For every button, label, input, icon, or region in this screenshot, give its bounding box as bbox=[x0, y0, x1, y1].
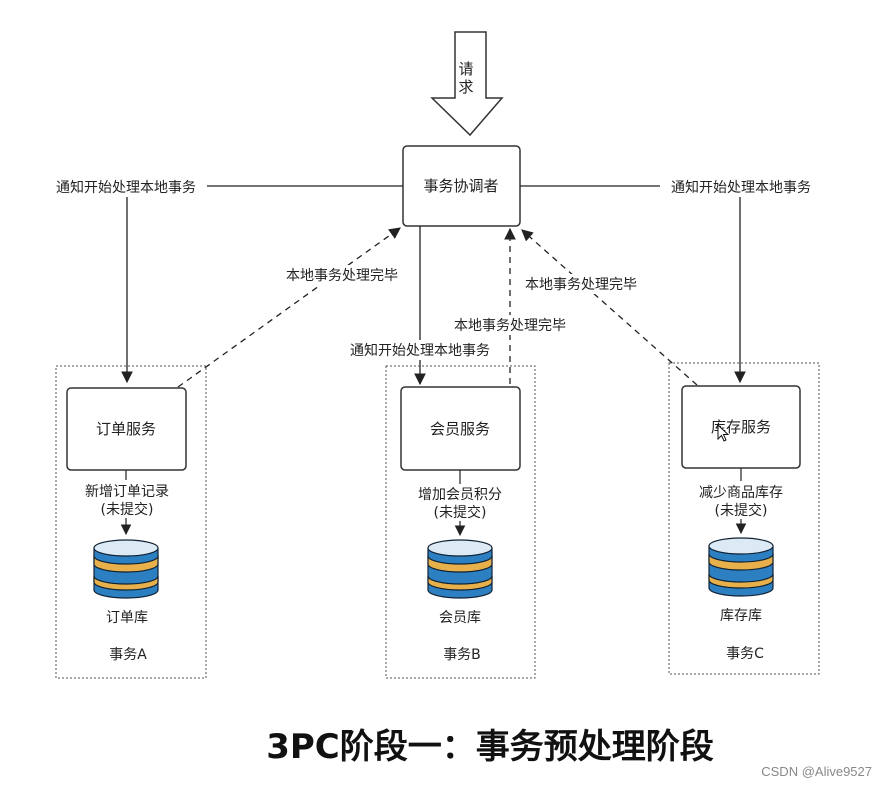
database-icon bbox=[708, 537, 774, 597]
done-edge-a: 本地事务处理完毕 bbox=[177, 227, 412, 388]
order-service-label: 订单服务 bbox=[96, 420, 156, 438]
inventory-service-label: 库存服务 bbox=[711, 418, 771, 436]
member-op-line2: (未提交) bbox=[434, 504, 487, 521]
coordinator-node: 事务协调者 bbox=[402, 145, 521, 227]
notify-edge-right: 通知开始处理本地事务 bbox=[520, 177, 822, 384]
done-a-label: 本地事务处理完毕 bbox=[286, 268, 398, 284]
done-b-label: 本地事务处理完毕 bbox=[454, 318, 566, 334]
request-label-line2: 求 bbox=[458, 78, 473, 96]
order-op-line1: 新增订单记录 bbox=[85, 484, 169, 500]
member-service-node: 会员服务 bbox=[400, 386, 521, 471]
notify-right-label: 通知开始处理本地事务 bbox=[671, 179, 811, 196]
order-op-line2: (未提交) bbox=[101, 501, 154, 518]
inventory-op-line1: 减少商品库存 bbox=[699, 485, 783, 501]
notify-edge-left: 通知开始处理本地事务 bbox=[45, 177, 403, 384]
coordinator-label: 事务协调者 bbox=[423, 177, 498, 195]
csdn-watermark: CSDN @Alive9527 bbox=[761, 764, 872, 779]
transaction-group-c: 库存服务 减少商品库存 (未提交) 库存库 事务C bbox=[668, 362, 820, 675]
transaction-group-a: 订单服务 新增订单记录 (未提交) 订单库 事务A bbox=[55, 365, 207, 679]
request-arrow: 请 求 bbox=[430, 31, 504, 137]
transaction-c-label: 事务C bbox=[726, 646, 764, 662]
member-service-label: 会员服务 bbox=[430, 420, 490, 438]
notify-edge-middle: 通知开始处理本地事务 bbox=[341, 226, 499, 386]
inventory-op-line2: (未提交) bbox=[715, 502, 768, 519]
order-service-node: 订单服务 bbox=[66, 387, 187, 471]
database-icon bbox=[427, 539, 493, 599]
request-label-line1: 请 bbox=[458, 60, 473, 78]
done-edge-b: 本地事务处理完毕 bbox=[443, 227, 577, 384]
notify-left-label: 通知开始处理本地事务 bbox=[56, 179, 196, 196]
diagram-caption: 3PC阶段一：事务预处理阶段 bbox=[266, 727, 714, 767]
member-op-line1: 增加会员积分 bbox=[418, 487, 502, 503]
member-db-label: 会员库 bbox=[439, 610, 481, 626]
transaction-b-label: 事务B bbox=[443, 647, 481, 663]
notify-middle-label: 通知开始处理本地事务 bbox=[350, 342, 490, 359]
mouse-cursor-icon bbox=[717, 423, 730, 442]
transaction-group-b: 会员服务 增加会员积分 (未提交) 会员库 事务B bbox=[385, 365, 536, 679]
inventory-service-node: 库存服务 bbox=[681, 385, 801, 469]
transaction-a-label: 事务A bbox=[109, 647, 147, 663]
done-edge-c: 本地事务处理完毕 bbox=[514, 229, 698, 386]
done-c-label: 本地事务处理完毕 bbox=[525, 277, 637, 293]
order-db-label: 订单库 bbox=[106, 610, 148, 626]
inventory-db-label: 库存库 bbox=[720, 608, 762, 624]
database-icon bbox=[93, 539, 159, 599]
